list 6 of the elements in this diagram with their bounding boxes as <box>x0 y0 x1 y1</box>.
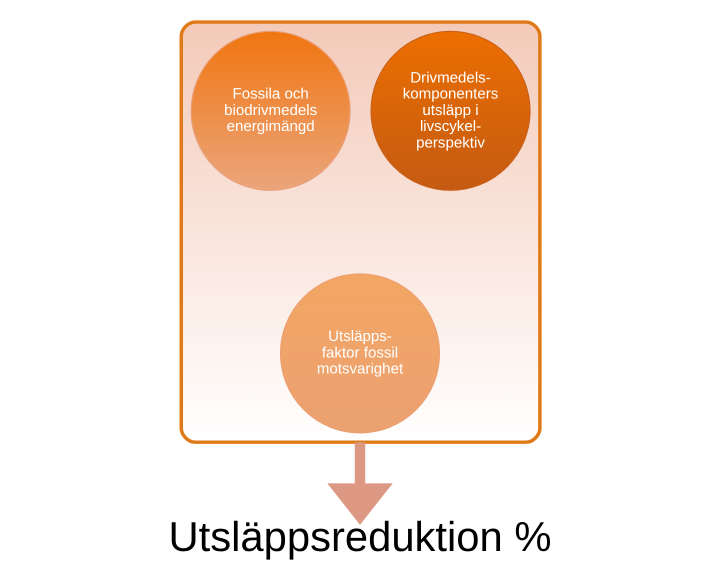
cluster <box>180 20 542 444</box>
node-circle: Utsläpps- faktor fossil motsvarighet <box>280 273 440 434</box>
node-circle: Fossila och biodrivmedels energimängd <box>190 30 351 191</box>
arrow <box>327 442 393 525</box>
node-circle: Drivmedels- komponenters utsläpp i livscykel- perspektiv <box>370 30 531 191</box>
node-text: Utsläppsreduktion % <box>168 513 552 560</box>
